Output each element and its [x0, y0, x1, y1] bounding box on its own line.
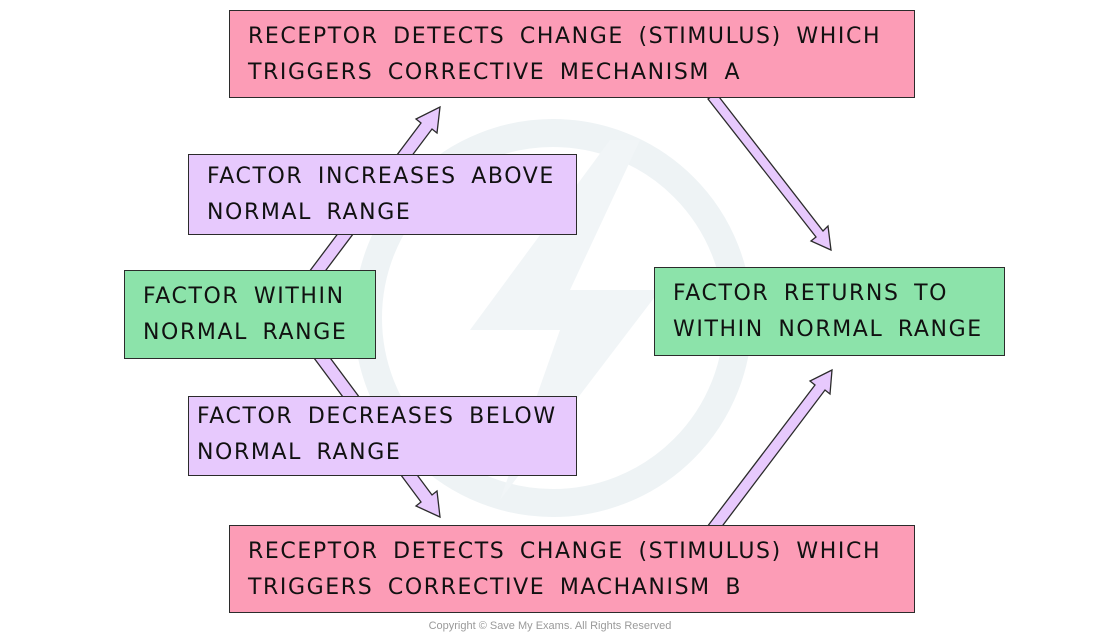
box-text-line: TRIGGERS CORRECTIVE MECHANISM A [248, 60, 742, 85]
corrective-mechanism-b-box: RECEPTOR DETECTS CHANGE (STIMULUS) WHICH… [229, 525, 915, 613]
box-text-line: WITHIN NORMAL RANGE [673, 317, 983, 342]
corrective-mechanism-a-box: RECEPTOR DETECTS CHANGE (STIMULUS) WHICH… [229, 10, 915, 98]
factor-increases-box: FACTOR INCREASES ABOVE NORMAL RANGE [188, 154, 577, 235]
box-text-line: FACTOR INCREASES ABOVE [207, 164, 555, 189]
box-text-line: FACTOR WITHIN [143, 284, 345, 309]
box-text-line: TRIGGERS CORRECTIVE MACHANISM B [248, 575, 743, 600]
box-text-line: RECEPTOR DETECTS CHANGE (STIMULUS) WHICH [248, 24, 882, 49]
box-text-line: NORMAL RANGE [197, 440, 402, 465]
box-text-line: FACTOR RETURNS TO [673, 281, 949, 306]
arrow-mechanism-a-to-return [707, 92, 832, 252]
factor-returns-box: FACTOR RETURNS TO WITHIN NORMAL RANGE [654, 267, 1005, 356]
box-text-line: NORMAL RANGE [143, 320, 348, 345]
arrow-mechanism-b-to-return [706, 368, 833, 534]
copyright-notice: Copyright © Save My Exams. All Rights Re… [428, 620, 672, 632]
box-text-line: RECEPTOR DETECTS CHANGE (STIMULUS) WHICH [248, 539, 882, 564]
box-text-line: FACTOR DECREASES BELOW [197, 404, 557, 429]
factor-decreases-box: FACTOR DECREASES BELOW NORMAL RANGE [188, 396, 577, 476]
factor-within-normal-box: FACTOR WITHIN NORMAL RANGE [124, 270, 376, 359]
box-text-line: NORMAL RANGE [207, 200, 412, 225]
